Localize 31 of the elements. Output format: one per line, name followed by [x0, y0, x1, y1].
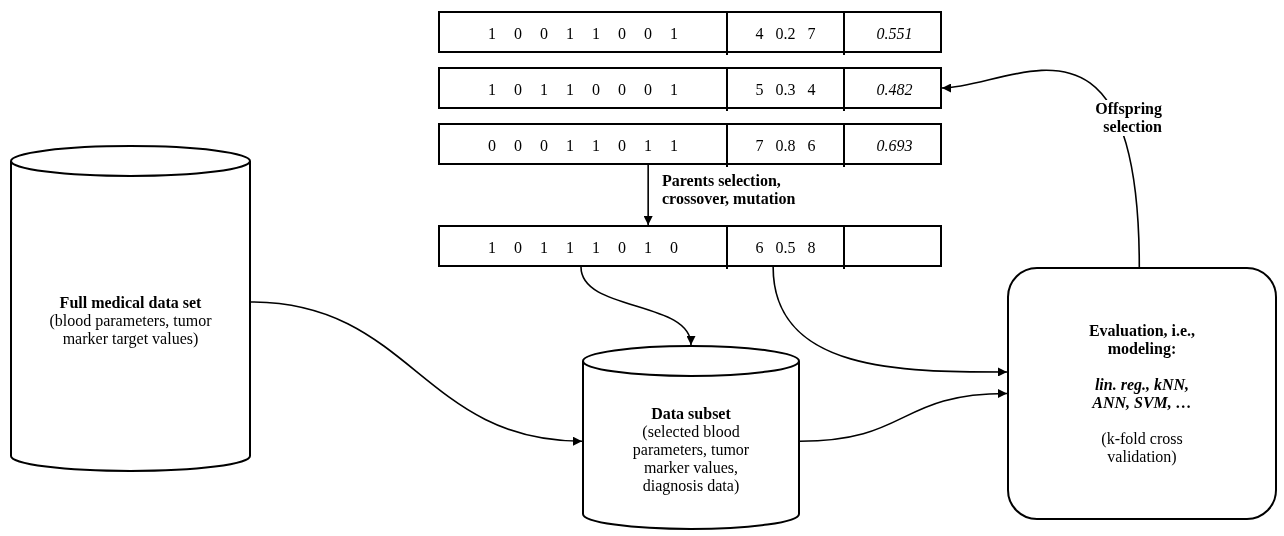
database-cylinder	[10, 145, 251, 472]
gene-values: 5 0.3 4	[755, 80, 816, 100]
gene-values: 1 0 0 1 1 0 0 1	[488, 24, 678, 44]
node-title: Data subset	[651, 404, 731, 423]
node-title: Full medical data set	[59, 293, 202, 312]
fitness-value: 0.693	[876, 136, 913, 156]
gene-values: 6 0.5 8	[755, 238, 816, 258]
chromosome-row	[438, 11, 942, 53]
arrow	[643, 164, 653, 226]
arrow	[941, 69, 1141, 268]
node-description: lin. reg., kNN, ANN, SVM, …	[1090, 375, 1193, 412]
fitness-value: 0.482	[876, 80, 913, 100]
node-description: (blood parameters, tumor marker target values)	[48, 311, 213, 348]
gene-values: 0 0 0 1 1 0 1 1	[488, 136, 678, 156]
chromosome-row	[438, 225, 942, 267]
gene-values: 1 0 1 1 1 0 1 0	[488, 238, 678, 258]
arrow	[250, 301, 583, 445]
database-cylinder	[582, 345, 800, 530]
arrow	[580, 266, 694, 346]
node-title: Evaluation, i.e., modeling:	[1087, 321, 1197, 358]
gene-values: 4 0.2 7	[755, 24, 816, 44]
arrow	[772, 266, 1008, 377]
gene-values: 7 0.8 6	[755, 136, 816, 156]
gene-values: 1 0 1 1 0 0 0 1	[488, 80, 678, 100]
chromosome-row	[438, 123, 942, 165]
chromosome-row	[438, 67, 942, 109]
arrow	[799, 389, 1008, 442]
process-box	[1007, 267, 1277, 520]
node-description: (k-fold cross validation)	[1100, 429, 1184, 466]
node-description: (selected blood parameters, tumor marker values, diagnosis data)	[631, 422, 751, 495]
fitness-value: 0.551	[876, 24, 913, 44]
